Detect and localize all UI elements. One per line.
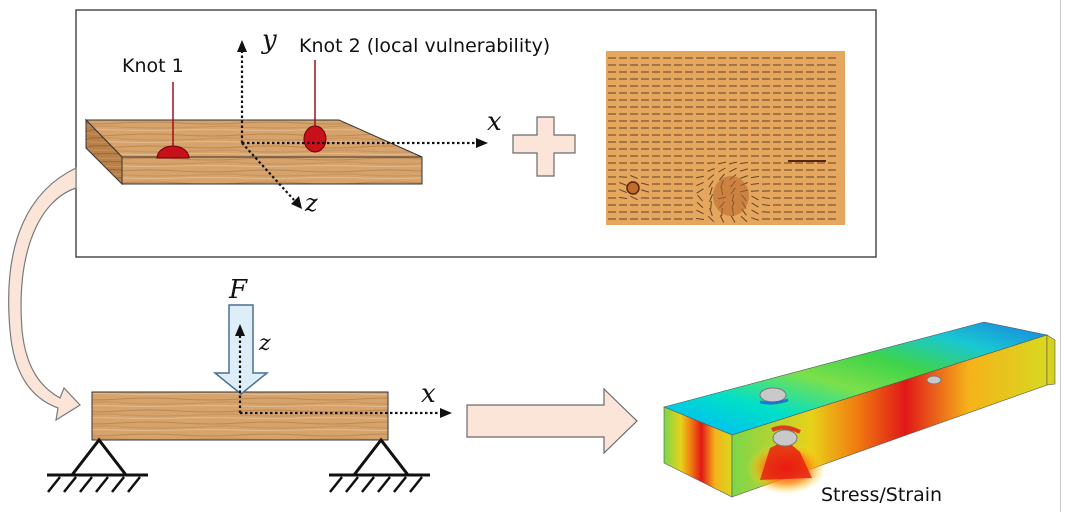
- grain-stroke: [708, 180, 714, 188]
- grain-stroke: [696, 181, 704, 187]
- page-right-edge: [1060, 0, 1061, 512]
- block-arrow-right-icon: [466, 387, 638, 455]
- plus-icon: [512, 116, 576, 177]
- grain-stroke: [696, 201, 704, 209]
- axis-x-label-bottom: x: [421, 379, 436, 409]
- grain-stroke: [740, 175, 748, 179]
- grain-stroke: [739, 168, 749, 172]
- axis-x-label-top: x: [487, 107, 502, 137]
- grain-stroke: [717, 161, 727, 165]
- grain-stroke: [707, 174, 715, 180]
- stress-strain-label: Stress/Strain: [821, 484, 942, 506]
- grain-stroke: [630, 195, 638, 201]
- grain-stroke: [761, 204, 771, 206]
- grain-stroke: [709, 194, 713, 202]
- grain-stroke: [751, 209, 759, 215]
- grain-stroke: [718, 167, 726, 173]
- grain-stroke: [751, 195, 759, 201]
- grain-stroke: [630, 175, 638, 179]
- grain-stroke: [761, 196, 771, 200]
- axis-y-label: y: [261, 25, 277, 55]
- grain-stroke: [697, 194, 703, 202]
- knot-2-marker: [303, 125, 327, 153]
- grain-stroke: [640, 182, 650, 186]
- grain-stroke: [750, 175, 760, 179]
- knot-2-label: Knot 2 (local vulnerability): [299, 35, 550, 57]
- grain-stroke: [750, 190, 760, 192]
- grain-stroke: [695, 218, 705, 220]
- grain-stroke: [709, 208, 713, 216]
- grain-stroke: [707, 215, 715, 223]
- grain-stroke: [709, 187, 713, 195]
- pin-support-left: [47, 437, 148, 493]
- grain-stroke: [618, 196, 628, 200]
- axes-bottom: [235, 324, 452, 418]
- grain-stroke: [751, 202, 759, 208]
- simply-supported-beam: [91, 391, 389, 441]
- stress-strain-fe-model: [663, 321, 1056, 498]
- grain-stroke: [696, 188, 704, 194]
- force-arrow: [212, 304, 270, 395]
- grain-stroke: [719, 173, 725, 181]
- wood-plank-3d: [84, 118, 423, 186]
- grain-stroke: [719, 215, 725, 223]
- grain-stroke: [695, 175, 705, 179]
- axes-top: [237, 40, 488, 209]
- grain-stroke: [640, 189, 650, 193]
- top-panel-frame: [75, 9, 877, 258]
- grain-stroke: [729, 167, 737, 173]
- grain-stroke: [750, 169, 760, 171]
- pin-support-right: [329, 437, 430, 493]
- grain-stroke: [750, 183, 760, 185]
- grain-stroke: [619, 182, 627, 186]
- knot-1-label: Knot 1: [122, 55, 184, 77]
- force-label: F: [228, 275, 248, 305]
- grain-stroke: [728, 161, 738, 165]
- grain-stroke: [619, 188, 627, 194]
- grain-stroke: [710, 200, 712, 210]
- grain-stroke: [696, 209, 704, 215]
- axis-z-label-top: z: [304, 189, 318, 217]
- curved-arrow-icon: [8, 167, 81, 422]
- grain-stroke: [751, 217, 759, 221]
- grain-stroke: [740, 215, 748, 223]
- grain-stroke: [706, 162, 716, 164]
- grain-stroke: [707, 168, 715, 172]
- grain-direction-field-image: [606, 51, 845, 225]
- grain-stroke: [618, 176, 628, 178]
- grain-stroke: [730, 215, 736, 223]
- axis-z-label-bottom: z: [258, 331, 271, 356]
- grain-stroke: [739, 162, 749, 164]
- knot-1-marker: [156, 145, 190, 159]
